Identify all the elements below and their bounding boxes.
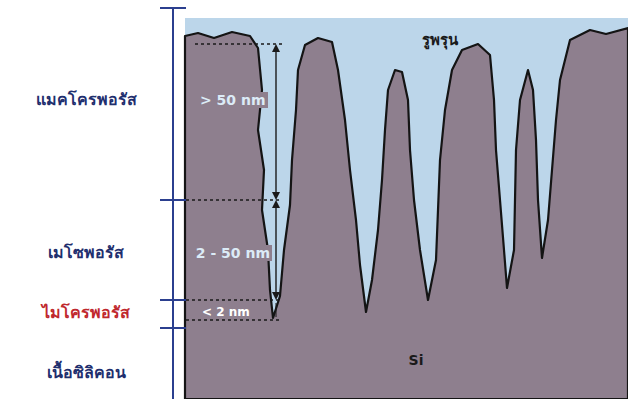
pore-label: รูพรุน (422, 31, 458, 49)
scale-tick (160, 299, 186, 301)
scale-axis (172, 8, 174, 399)
size-range: < 2 nm (200, 305, 252, 319)
scale-tick (160, 199, 186, 201)
scale-tick (160, 7, 186, 9)
material-symbol: Si (409, 352, 424, 369)
scale-tick (160, 327, 186, 329)
pore-class-label: เมโซพอรัส (48, 243, 124, 262)
size-range: 2 - 50 nm (194, 245, 272, 262)
dimension-arrows (275, 48, 276, 317)
guide-lines (186, 44, 282, 320)
size-range: > 50 nm (198, 92, 268, 109)
substrate-label: เนื้อซิลิคอน (47, 363, 126, 382)
silicon-body (185, 28, 628, 399)
pore-class-label: ไมโครพอรัส (42, 303, 130, 322)
pore-class-label: แมคโครพอรัส (36, 90, 137, 109)
electrolyte-region (185, 18, 628, 399)
